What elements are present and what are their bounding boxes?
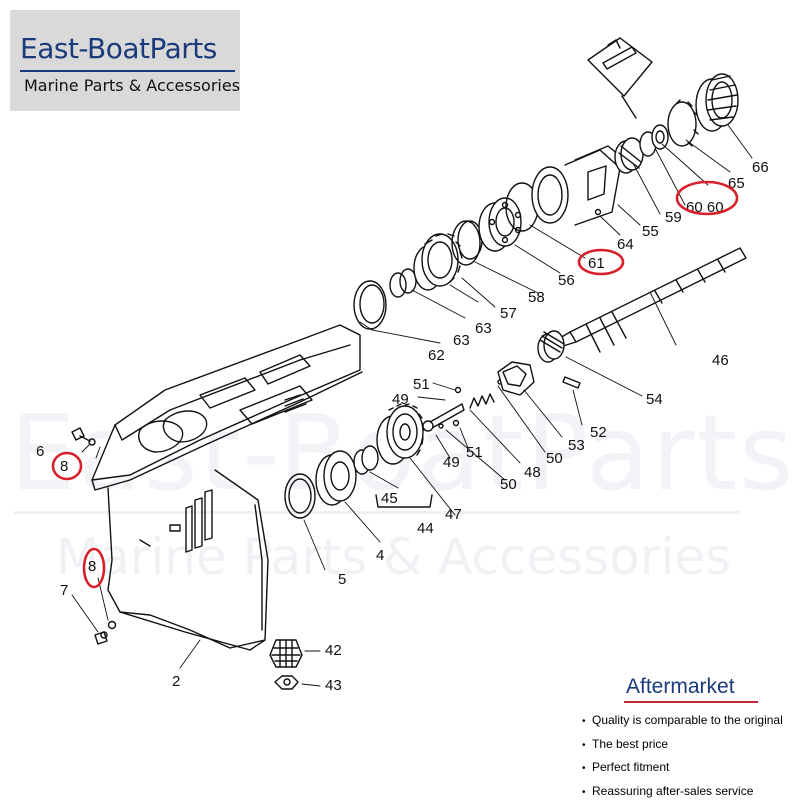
pinion-gear-42	[270, 640, 302, 667]
callout-66: 66	[752, 159, 769, 176]
feature-item: •The best price	[582, 736, 783, 760]
callout-50a: 50	[546, 450, 563, 467]
oring-62	[354, 281, 386, 329]
callout-50b: 50	[500, 476, 517, 493]
callout-57: 57	[500, 305, 517, 322]
callout-8b: 8	[88, 558, 96, 575]
forward-gear-47	[377, 404, 424, 464]
bearing-housing-55	[532, 146, 625, 225]
bullet-icon: •	[582, 737, 592, 754]
callout-46: 46	[712, 352, 729, 369]
bullet-icon: •	[582, 760, 592, 777]
callout-61: 61	[588, 255, 605, 272]
bullet-icon: •	[582, 784, 592, 801]
feature-text: Quality is comparable to the original	[592, 713, 783, 727]
ball-50	[439, 424, 443, 428]
callout-45: 45	[381, 490, 398, 507]
callout-4: 4	[376, 547, 384, 564]
feature-text: The best price	[592, 737, 668, 751]
callout-54: 54	[646, 391, 663, 408]
callout-59: 59	[665, 209, 682, 226]
claw-washer-65	[668, 100, 698, 146]
aftermarket-title: Aftermarket	[626, 675, 735, 699]
aftermarket-underline	[624, 701, 758, 703]
callout-44: 44	[417, 520, 434, 537]
reverse-gear-54	[538, 331, 564, 362]
pin-52	[563, 377, 580, 388]
reverse-gear-57	[414, 234, 462, 290]
bolt-6	[72, 428, 95, 445]
callout-56: 56	[558, 272, 575, 289]
highlight-circles	[53, 182, 737, 587]
callout-48: 48	[524, 464, 541, 481]
callout-51b: 51	[466, 444, 483, 461]
callout-64: 64	[617, 236, 634, 253]
callout-55: 55	[642, 223, 659, 240]
feature-text: Reassuring after-sales service	[592, 784, 753, 798]
feature-list: •Quality is comparable to the original •…	[582, 712, 783, 806]
pin-51	[456, 388, 461, 393]
callout-58: 58	[528, 289, 545, 306]
callout-51a: 51	[413, 376, 430, 393]
ring-nut-66	[696, 74, 738, 131]
callout-42: 42	[325, 642, 342, 659]
callout-8a: 8	[60, 458, 68, 475]
oil-seal-60	[640, 125, 668, 156]
callout-43: 43	[325, 677, 342, 694]
callout-5: 5	[338, 571, 346, 588]
pin-51b	[454, 421, 459, 426]
callout-49a: 49	[392, 391, 409, 408]
bearing-56	[479, 198, 521, 251]
callout-63a: 63	[453, 332, 470, 349]
bearing-45	[354, 446, 378, 474]
dog-clutch-53	[498, 362, 534, 395]
feature-text: Perfect fitment	[592, 760, 669, 774]
bearing-4	[316, 451, 356, 505]
callout-63b: 63	[475, 320, 492, 337]
callout-53: 53	[568, 437, 585, 454]
feature-item: •Reassuring after-sales service	[582, 783, 783, 806]
callout-49b: 49	[443, 454, 460, 471]
oring-5	[285, 474, 315, 518]
nut-43	[275, 676, 298, 689]
bearing-59	[615, 138, 643, 173]
bullet-icon: •	[582, 713, 592, 730]
feature-item: •Perfect fitment	[582, 759, 783, 783]
feature-item: •Quality is comparable to the original	[582, 712, 783, 736]
callout-47: 47	[445, 506, 462, 523]
bolt-7	[95, 622, 116, 645]
grease-symbol	[588, 38, 652, 118]
callout-7: 7	[60, 582, 68, 599]
callout-62: 62	[428, 347, 445, 364]
callout-52: 52	[590, 424, 607, 441]
pin-64	[596, 210, 601, 215]
callout-2: 2	[172, 673, 180, 690]
shim-63	[390, 269, 416, 297]
callout-6: 6	[36, 443, 44, 460]
spring-48	[470, 394, 494, 408]
